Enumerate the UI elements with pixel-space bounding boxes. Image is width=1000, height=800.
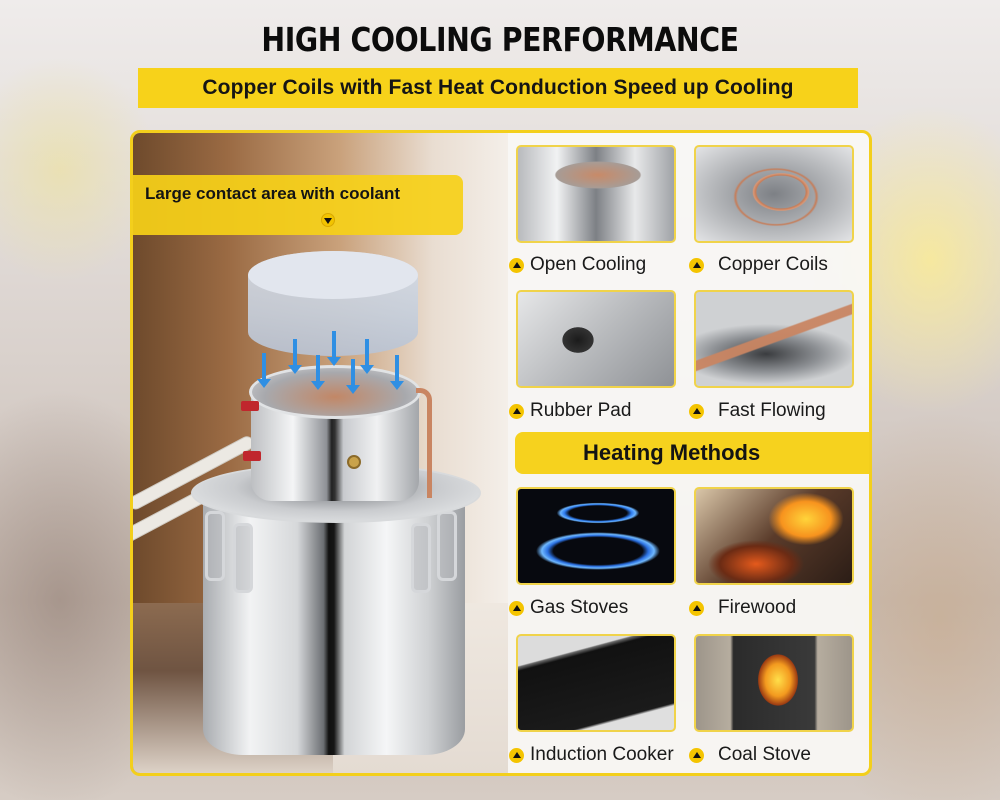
valve-lower-icon [243,451,261,461]
triangle-up-bullet-icon [509,257,524,273]
thumb-coal-stove [694,634,854,732]
arrow-down-icon [327,331,341,366]
copper-outlet-pipe [416,388,432,498]
clasp-left-outer [205,511,225,581]
clasp-left [233,523,253,593]
feature-panel: Large contact area with coolant Open Coo… [130,130,872,776]
triangle-up-bullet-icon [509,600,524,616]
thumb-induction-cooker [516,634,676,732]
page-title: HIGH COOLING PERFORMANCE [261,20,739,59]
subtitle-banner: Copper Coils with Fast Heat Conduction S… [138,68,858,108]
triangle-up-bullet-icon [689,257,704,273]
thumb-gas-stoves [516,487,676,585]
clasp-right [411,523,431,593]
thumb-open-cooling [516,145,676,243]
feature-label-open-cooling: Open Cooling [509,254,646,276]
heating-methods-title: Heating Methods [583,440,761,465]
triangle-up-bullet-icon [689,403,704,419]
triangle-up-bullet-icon [689,600,704,616]
triangle-up-bullet-icon [689,747,704,763]
feature-label-fast-flowing: Fast Flowing [689,400,826,422]
arrow-down-icon [311,355,325,390]
product-image: Large contact area with coolant [133,133,508,773]
brass-fitting [347,455,361,469]
heating-label-firewood: Firewood [689,597,796,619]
arrow-down-icon [360,339,374,374]
thumb-rubber-pad [516,290,676,388]
subtitle-text: Copper Coils with Fast Heat Conduction S… [202,76,794,99]
callout-text: Large contact area with coolant [145,184,401,203]
thumb-fast-flowing [694,290,854,388]
arrow-down-icon [257,353,271,388]
callout-banner [133,175,463,235]
arrow-down-icon [346,359,360,394]
arrow-down-icon [288,339,302,374]
heating-methods-banner: Heating Methods [515,432,869,474]
heating-label-coal-stove: Coal Stove [689,744,811,766]
arrow-down-icon [390,355,404,390]
heating-label-gas-stoves: Gas Stoves [509,597,628,619]
coolant-water-top [248,251,418,299]
triangle-down-bullet-icon [321,213,335,227]
thumb-copper-coils [694,145,854,243]
clasp-right-outer [437,511,457,581]
triangle-up-bullet-icon [509,403,524,419]
heating-label-induction-cooker: Induction Cooker [509,744,674,766]
feature-label-copper-coils: Copper Coils [689,254,828,276]
thumb-firewood [694,487,854,585]
triangle-up-bullet-icon [509,747,524,763]
valve-upper-icon [241,401,259,411]
feature-label-rubber-pad: Rubber Pad [509,400,631,422]
